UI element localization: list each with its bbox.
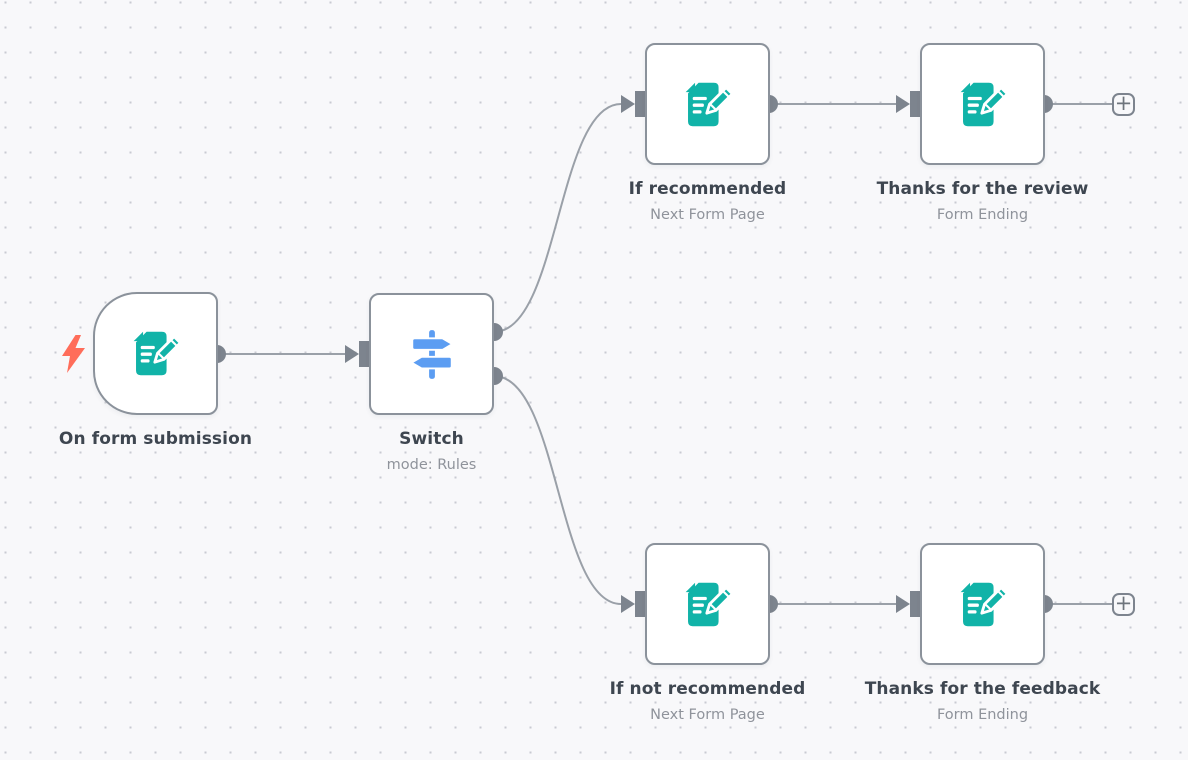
form-icon <box>960 82 1009 126</box>
node-subtitle: mode: Rules <box>386 457 477 473</box>
node-subtitle: Form Ending <box>936 707 1029 723</box>
plus-icon: + <box>1114 91 1133 115</box>
connection-wire[interactable] <box>493 375 622 605</box>
node-subtitle: Next Form Page <box>650 707 765 723</box>
input-endpoint <box>621 591 647 617</box>
node-title: Thanks for the review <box>876 179 1089 199</box>
input-endpoint <box>621 91 647 117</box>
node-title: On form submission <box>58 429 253 449</box>
node-box-thanks-for-the-review[interactable] <box>920 43 1045 165</box>
input-endpoint <box>896 91 922 117</box>
node-thanks-for-the-review: Thanks for the review Form Ending <box>877 43 1088 223</box>
connection-wire[interactable] <box>493 103 622 333</box>
node-switch: Switch mode: Rules <box>369 293 494 473</box>
node-on-form-submission: On form submission <box>59 292 252 449</box>
node-title: Thanks for the feedback <box>864 679 1101 699</box>
node-if-recommended: If recommended Next Form Page <box>629 43 786 223</box>
node-box-on-form-submission[interactable] <box>93 292 218 415</box>
input-endpoint <box>896 591 922 617</box>
add-node-button[interactable]: + <box>1112 593 1135 616</box>
switch-icon <box>410 329 453 379</box>
node-title: Switch <box>399 429 464 449</box>
node-box-switch[interactable] <box>369 293 494 415</box>
add-node-button[interactable]: + <box>1112 93 1135 116</box>
input-endpoint <box>345 341 371 367</box>
node-title: If recommended <box>628 179 787 199</box>
node-box-thanks-for-the-feedback[interactable] <box>920 543 1045 665</box>
form-icon <box>960 582 1009 626</box>
node-title: If not recommended <box>609 679 806 699</box>
node-thanks-for-the-feedback: Thanks for the feedback Form Ending <box>865 543 1100 723</box>
node-subtitle: Form Ending <box>936 207 1029 223</box>
node-box-if-not-recommended[interactable] <box>645 543 770 665</box>
plus-icon: + <box>1114 591 1133 615</box>
node-subtitle: Next Form Page <box>650 207 765 223</box>
lightning-trigger-icon <box>62 335 86 373</box>
form-icon <box>133 331 182 376</box>
node-if-not-recommended: If not recommended Next Form Page <box>610 543 805 723</box>
form-icon <box>685 82 734 126</box>
node-box-if-recommended[interactable] <box>645 43 770 165</box>
form-icon <box>685 582 734 626</box>
